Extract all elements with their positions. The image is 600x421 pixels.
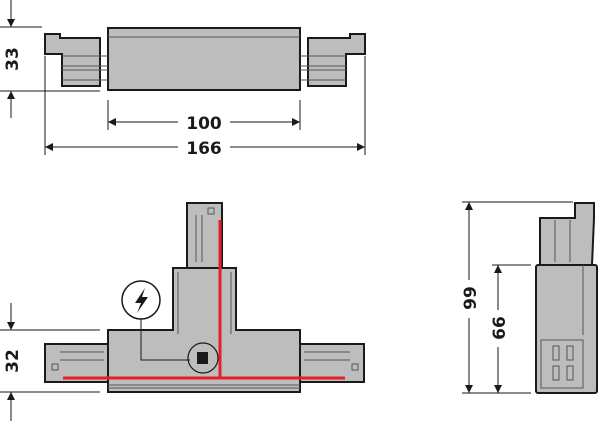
dimension-66: 66 — [490, 264, 531, 393]
side-upper — [539, 202, 595, 266]
tee-body — [107, 267, 301, 393]
dimension-32: 32 — [0, 303, 100, 421]
dimension-label-66: 66 — [490, 316, 510, 340]
dimension-99: 99 — [461, 201, 573, 394]
main-body — [107, 27, 301, 91]
side-view-connector — [535, 202, 598, 394]
dimension-label-100: 100 — [186, 114, 222, 134]
tee-connector — [44, 202, 365, 393]
tee-left-end — [44, 343, 111, 383]
dimension-33: 33 — [0, 0, 100, 118]
top-view-connector — [44, 27, 366, 91]
lightning-bolt-icon — [135, 288, 148, 313]
dimension-100: 100 — [107, 100, 301, 134]
tee-right-end — [297, 343, 365, 383]
side-body — [535, 264, 598, 394]
tee-top-end — [186, 202, 223, 269]
dimension-label-33: 33 — [3, 47, 23, 71]
power-feed-symbol — [121, 280, 219, 374]
dimension-label-166: 166 — [186, 139, 222, 159]
dimension-label-99: 99 — [461, 286, 481, 310]
left-end-cap — [44, 33, 101, 87]
terminal-square-icon — [197, 352, 208, 364]
dimension-label-32: 32 — [3, 349, 23, 373]
right-end-cap — [307, 33, 366, 87]
dimension-166: 166 — [44, 56, 366, 159]
